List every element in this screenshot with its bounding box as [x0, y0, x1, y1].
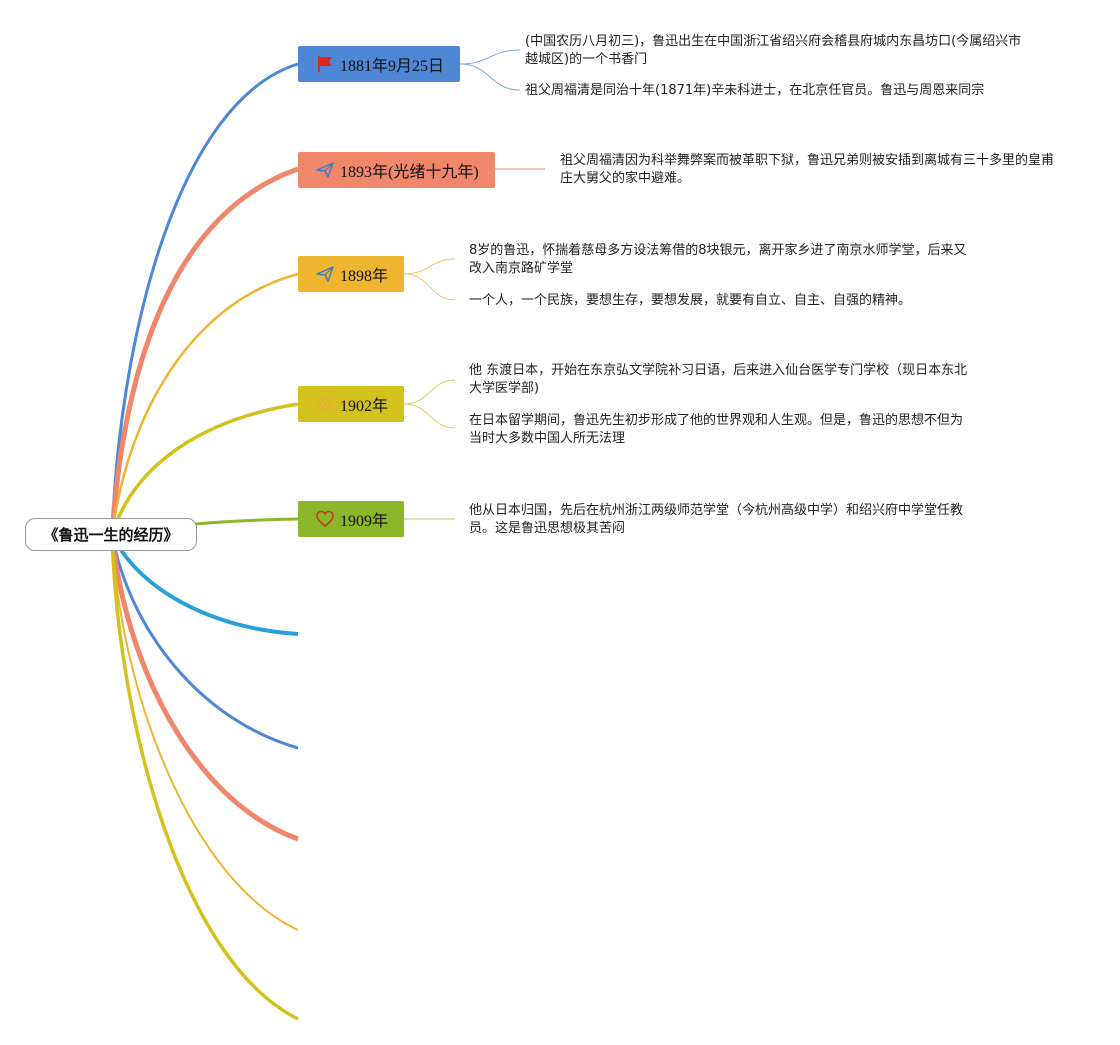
note-1898-b: 一个人，一个民族，要想生存，要想发展，就要有自立、自主、自强的精神。 — [469, 293, 912, 308]
paper-plane-icon — [316, 161, 334, 179]
note-1881-b: 祖父周福清是同治十年(1871年)辛未科进士，在北京任官员。鲁迅与周恩来同宗 — [525, 83, 985, 98]
connector-1881-b — [459, 63, 521, 91]
branch-1898 — [110, 272, 299, 536]
topic-1902[interactable]: 1902年 — [298, 386, 404, 422]
root-topic[interactable]: 《鲁迅一生的经历》 — [25, 518, 197, 551]
branch-empty-3 — [109, 534, 299, 842]
topic-label: 1898年 — [340, 268, 389, 285]
connector-1898-b — [403, 273, 456, 301]
branch-1902 — [110, 402, 299, 536]
note-1881-a: (中国农历八月初三)，鲁迅出生在中国浙江省绍兴府会稽县府城内东昌坊口(今属绍兴市… — [525, 34, 1022, 67]
note-1902-b: 在日本留学期间，鲁迅先生初步形成了他的世界观和人生观。但是，鲁迅的思想不但为当时… — [469, 413, 964, 446]
target-icon — [316, 395, 334, 413]
branch-1881 — [110, 62, 299, 536]
branch-empty-2 — [110, 534, 299, 750]
red-flag-icon — [316, 55, 334, 73]
connector-1898-a — [403, 258, 456, 275]
note-1898-a: 8岁的鲁迅，怀揣着慈母多方设法筹借的8块银元，离开家乡进了南京水师学堂，后来又改… — [469, 243, 967, 276]
topic-label: 1902年 — [340, 398, 389, 415]
branch-empty-4 — [111, 534, 299, 931]
paper-plane-icon — [316, 265, 334, 283]
topic-label: 1909年 — [340, 513, 389, 530]
heart-icon — [316, 510, 334, 528]
branch-empty-5 — [110, 534, 299, 1021]
note-1893-a: 祖父周福清因为科举舞弊案而被革职下狱，鲁迅兄弟则被安插到离城有三十多里的皇甫庄大… — [560, 153, 1055, 186]
topic-1898[interactable]: 1898年 — [298, 256, 404, 292]
branch-1893 — [109, 166, 299, 536]
topic-label: 1881年9月25日 — [340, 58, 445, 75]
note-1909-a: 他从日本归国，先后在杭州浙江两级师范学堂（今杭州高级中学）和绍兴府中学堂任教员。… — [469, 503, 964, 536]
topic-1909[interactable]: 1909年 — [298, 501, 404, 537]
topic-label: 1893年(光绪十九年) — [340, 164, 479, 181]
connector-1902-b — [403, 403, 456, 429]
branch-empty-1 — [110, 534, 299, 636]
connector-1902-a — [403, 379, 456, 405]
topic-1893[interactable]: 1893年(光绪十九年) — [298, 152, 495, 188]
topic-1881[interactable]: 1881年9月25日 — [298, 46, 460, 82]
connector-1881-a — [459, 49, 521, 65]
note-1902-a: 他 东渡日本，开始在东京弘文学院补习日语，后来进入仙台医学专门学校（现日本东北大… — [469, 363, 968, 396]
